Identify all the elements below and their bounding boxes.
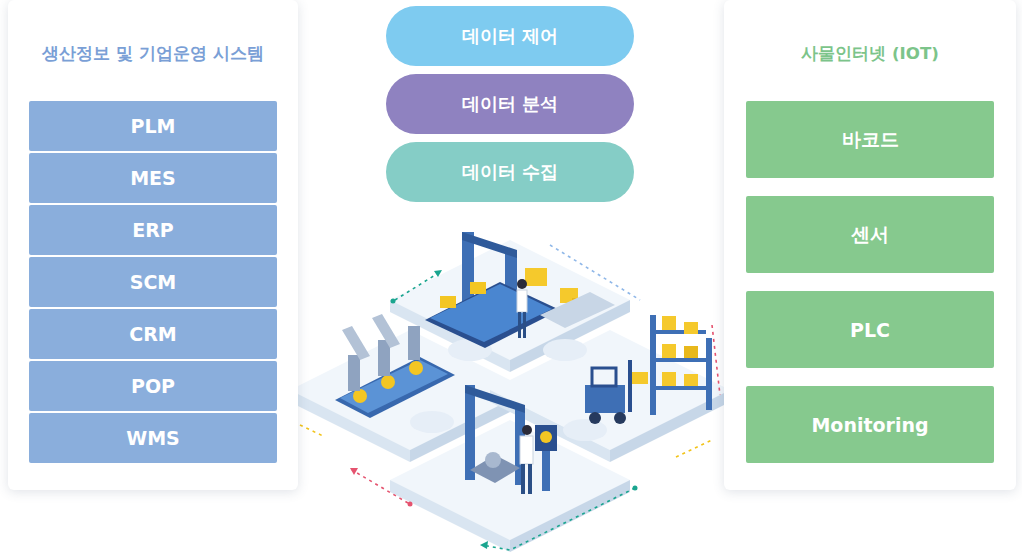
system-panel: 사물인터넷 (IOT) 바코드센서 PLC Monitoring [724,0,1016,490]
system-box: WMS [29,413,277,463]
system-box: CRM [29,309,277,359]
box-label: POP [123,375,183,397]
data-pill: 데이터 수집 [386,142,634,202]
system-box: MES [29,153,277,203]
box-label: 데이터 수집 [454,160,566,184]
system-box: Monitoring [746,386,994,463]
box-label: WMS [118,427,188,449]
box-label: PLC [842,319,898,341]
panel-title: 사물인터넷 (IOT) [724,43,1016,65]
box-label: 센서 [843,222,897,248]
system-box: PLC [746,291,994,368]
system-box: 센서 [746,196,994,273]
box-label: 데이터 분석 [454,92,566,116]
system-box: SCM [29,257,277,307]
system-panel: 생산정보 및 기업운영 시스템 PLM MES ERP SCM CRM POP WMS [8,0,298,490]
system-box: ERP [29,205,277,255]
box-label: 바코드 [834,127,907,153]
system-box: PLM [29,101,277,151]
box-label: CRM [121,323,184,345]
system-box: 바코드 [746,101,994,178]
box-label: PLM [123,115,184,137]
panel-title: 생산정보 및 기업운영 시스템 [8,43,298,65]
box-label: 데이터 제어 [454,24,566,48]
box-label: SCM [122,271,185,293]
system-box: POP [29,361,277,411]
data-pill: 데이터 제어 [386,6,634,66]
box-label: ERP [124,219,182,241]
box-label: MES [122,167,184,189]
box-label: Monitoring [803,414,936,436]
data-pill: 데이터 분석 [386,74,634,134]
